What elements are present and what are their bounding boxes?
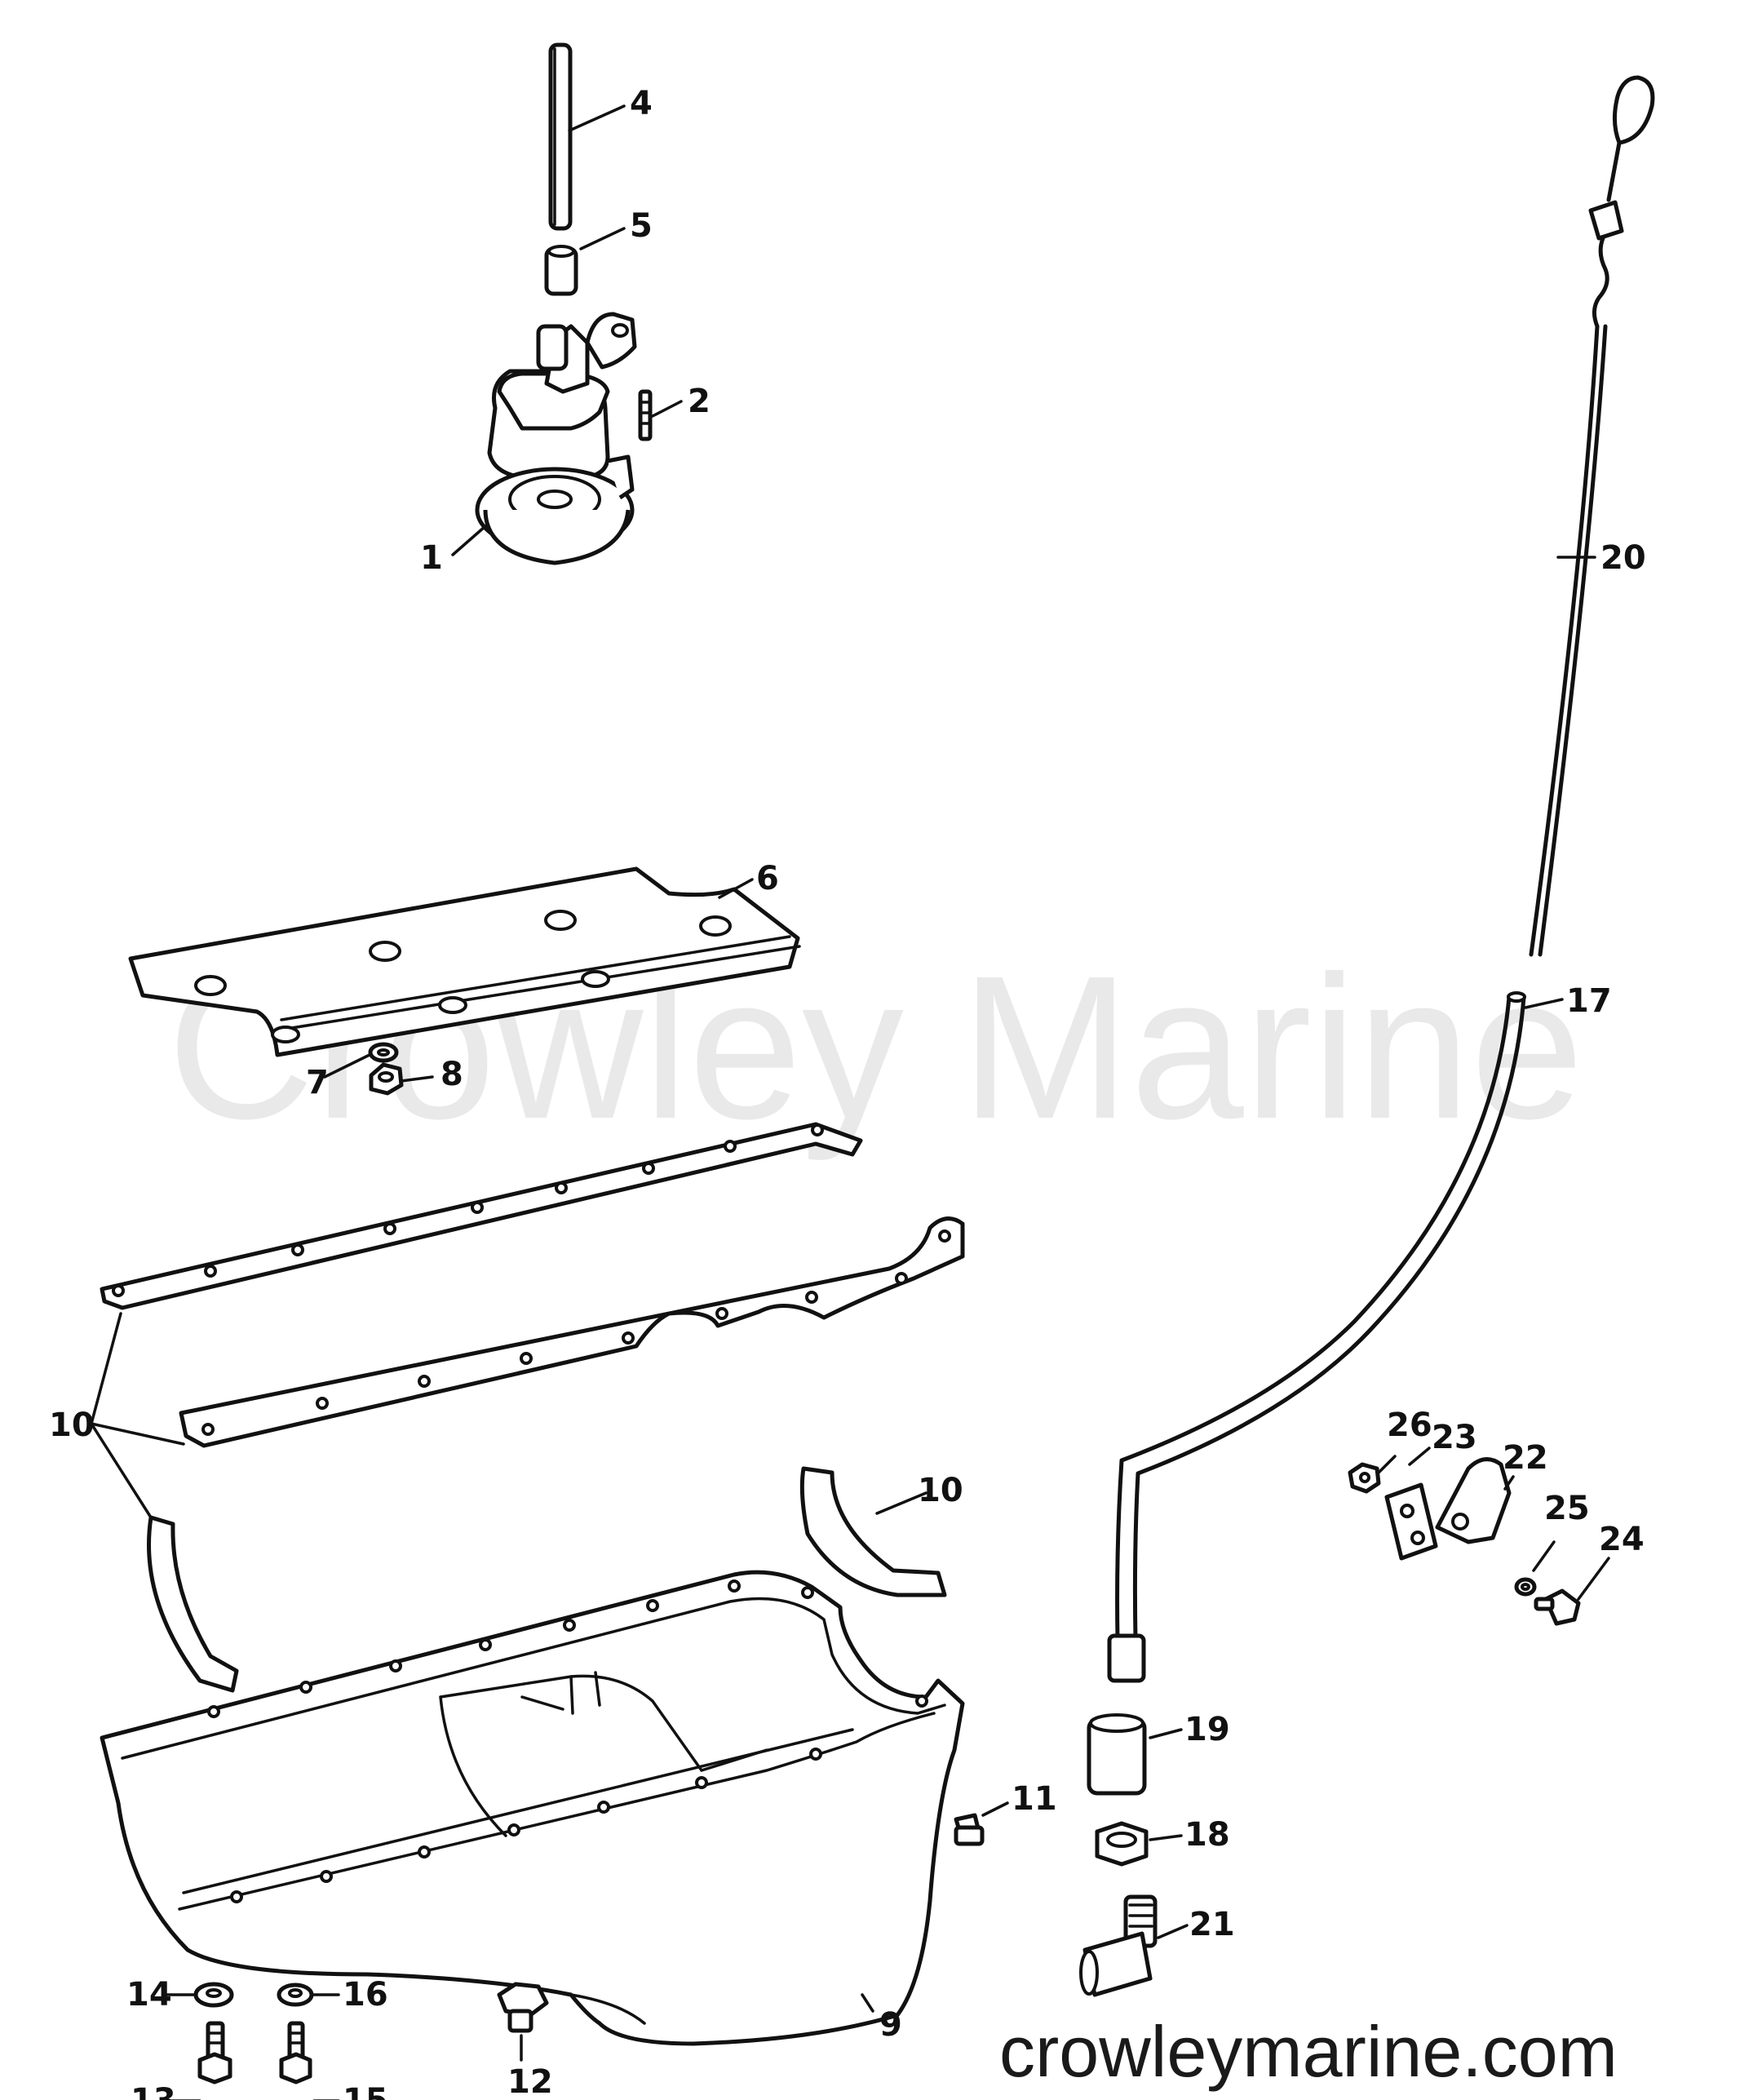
part-12-drain-plug xyxy=(497,1982,549,2033)
part-25-washer xyxy=(1514,1577,1537,1597)
callout-16: 16 xyxy=(343,1976,388,2014)
part-7-washer xyxy=(368,1042,399,1063)
part-15-bolt xyxy=(279,2021,312,2084)
callout-23: 23 xyxy=(1432,1419,1477,1456)
part-1-oil-pump xyxy=(475,312,637,565)
part-18-nut xyxy=(1095,1821,1149,1867)
website-url: crowleymarine.com xyxy=(999,2011,1618,2092)
callout-18: 18 xyxy=(1184,1816,1230,1854)
part-10-pan-gasket-top xyxy=(100,1122,863,1310)
part-19-sleeve xyxy=(1087,1713,1147,1796)
part-8-nut xyxy=(369,1062,404,1096)
part-9-oil-pan xyxy=(100,1570,965,2046)
callout-14: 14 xyxy=(126,1976,172,2014)
callout-20: 20 xyxy=(1600,539,1646,577)
callout-10-right: 10 xyxy=(918,1472,963,1509)
callout-19: 19 xyxy=(1184,1711,1230,1748)
callout-6: 6 xyxy=(756,860,779,897)
part-5-sleeve xyxy=(544,245,578,296)
callout-9: 9 xyxy=(879,2006,902,2044)
part-16-lock-washer xyxy=(277,1983,314,2007)
part-11-plug xyxy=(954,1813,985,1846)
part-17-dipstick-tube xyxy=(1107,991,1526,1683)
part-20-dipstick xyxy=(1529,75,1655,957)
callout-2: 2 xyxy=(688,383,711,420)
part-26-nut xyxy=(1348,1462,1381,1494)
part-22-clamp xyxy=(1435,1457,1512,1544)
callout-5: 5 xyxy=(630,207,653,245)
part-14-washer xyxy=(193,1982,234,2008)
part-23-clamp-plate xyxy=(1384,1482,1438,1561)
callout-24: 24 xyxy=(1599,1521,1645,1558)
callout-12: 12 xyxy=(507,2063,553,2100)
part-10-pan-gasket-bottom xyxy=(179,1216,965,1448)
callout-25: 25 xyxy=(1544,1490,1590,1527)
part-21-elbow-fitting xyxy=(1079,1894,1158,1997)
callout-22: 22 xyxy=(1503,1439,1548,1477)
part-10-rear-seal-right xyxy=(799,1466,947,1597)
part-10-leader-lines xyxy=(90,1312,927,1519)
callout-26: 26 xyxy=(1387,1407,1432,1444)
callout-leader-lines xyxy=(166,104,1610,2100)
part-4-pickup-tube xyxy=(548,42,573,231)
part-2-stud xyxy=(638,389,653,441)
callout-labels: 1 2 4 5 6 7 8 9 10 10 11 12 13 14 15 16 … xyxy=(49,85,1646,2100)
callout-10-left: 10 xyxy=(49,1407,95,1444)
callout-4: 4 xyxy=(630,85,653,122)
part-10-rear-seal-left xyxy=(147,1515,239,1693)
callout-17: 17 xyxy=(1566,982,1612,1020)
part-24-screw xyxy=(1534,1588,1581,1626)
callout-8: 8 xyxy=(440,1056,463,1093)
callout-13: 13 xyxy=(131,2082,176,2100)
part-13-bolt xyxy=(197,2021,232,2084)
callout-15: 15 xyxy=(343,2082,388,2100)
callout-11: 11 xyxy=(1012,1780,1057,1818)
part-6-windage-tray xyxy=(128,866,801,1057)
callout-7: 7 xyxy=(306,1064,329,1101)
callout-21: 21 xyxy=(1189,1906,1235,1943)
callout-1: 1 xyxy=(420,539,443,577)
